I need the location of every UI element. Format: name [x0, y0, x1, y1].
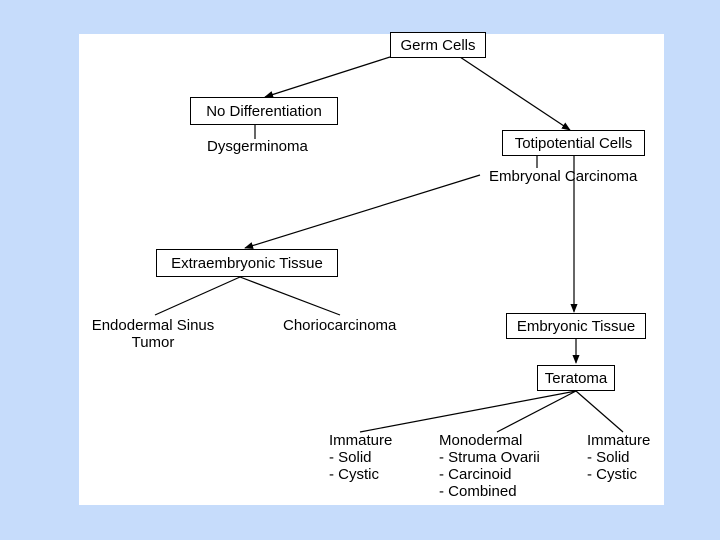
teratoma-label: Teratoma	[544, 369, 608, 387]
embryonal-carcinoma-label: Embryonal Carcinoma	[489, 168, 638, 185]
immature-left-line-2: - Solid	[329, 449, 372, 466]
monodermal-line-2: - Struma Ovarii	[439, 449, 540, 466]
immature-left-line-3: - Cystic	[329, 466, 379, 483]
germ-cells-label: Germ Cells	[400, 36, 476, 54]
monodermal-line-4: - Combined	[439, 483, 517, 500]
arrow-germ-to-nodiff	[264, 56, 391, 98]
no-differentiation-box: No Differentiation	[190, 97, 338, 125]
totipotential-cells-label: Totipotential Cells	[514, 134, 633, 152]
arrow-embryonal-to-extraembryonic	[244, 174, 481, 250]
teratoma-box: Teratoma	[537, 365, 615, 391]
immature-right-line-1: Immature	[587, 432, 651, 449]
extraembryonic-tissue-label: Extraembryonic Tissue	[171, 254, 323, 272]
endodermal-sinus-tumor-label: Endodermal Sinus Tumor	[82, 317, 224, 351]
immature-left-label: Immature - Solid - Cystic	[329, 432, 392, 483]
arrow-germ-to-totipotential	[459, 56, 571, 131]
monodermal-line-1: Monodermal	[439, 432, 523, 449]
line-teratoma-to-immature-left	[359, 390, 577, 433]
endodermal-sinus-line-2: Tumor	[131, 334, 175, 351]
line-teratoma-to-immature-right	[575, 390, 624, 433]
line-teratoma-to-monodermal	[496, 390, 577, 433]
choriocarcinoma-label: Choriocarcinoma	[283, 317, 397, 334]
embryonic-tissue-box: Embryonic Tissue	[506, 313, 646, 339]
monodermal-label: Monodermal - Struma Ovarii - Carcinoid -…	[439, 432, 540, 500]
immature-left-line-1: Immature	[329, 432, 393, 449]
embryonic-tissue-label: Embryonic Tissue	[516, 317, 636, 335]
endodermal-sinus-line-1: Endodermal Sinus	[91, 317, 215, 334]
extraembryonic-tissue-box: Extraembryonic Tissue	[156, 249, 338, 277]
dysgerminoma-label: Dysgerminoma	[207, 138, 308, 155]
germ-cells-box: Germ Cells	[390, 32, 486, 58]
line-extra-to-chorio	[239, 276, 341, 316]
immature-right-line-2: - Solid	[587, 449, 630, 466]
immature-right-label: Immature - Solid - Cystic	[587, 432, 650, 483]
no-differentiation-label: No Differentiation	[206, 102, 322, 120]
totipotential-cells-box: Totipotential Cells	[502, 130, 645, 156]
line-extra-to-endodermal	[154, 276, 241, 316]
immature-right-line-3: - Cystic	[587, 466, 637, 483]
monodermal-line-3: - Carcinoid	[439, 466, 512, 483]
